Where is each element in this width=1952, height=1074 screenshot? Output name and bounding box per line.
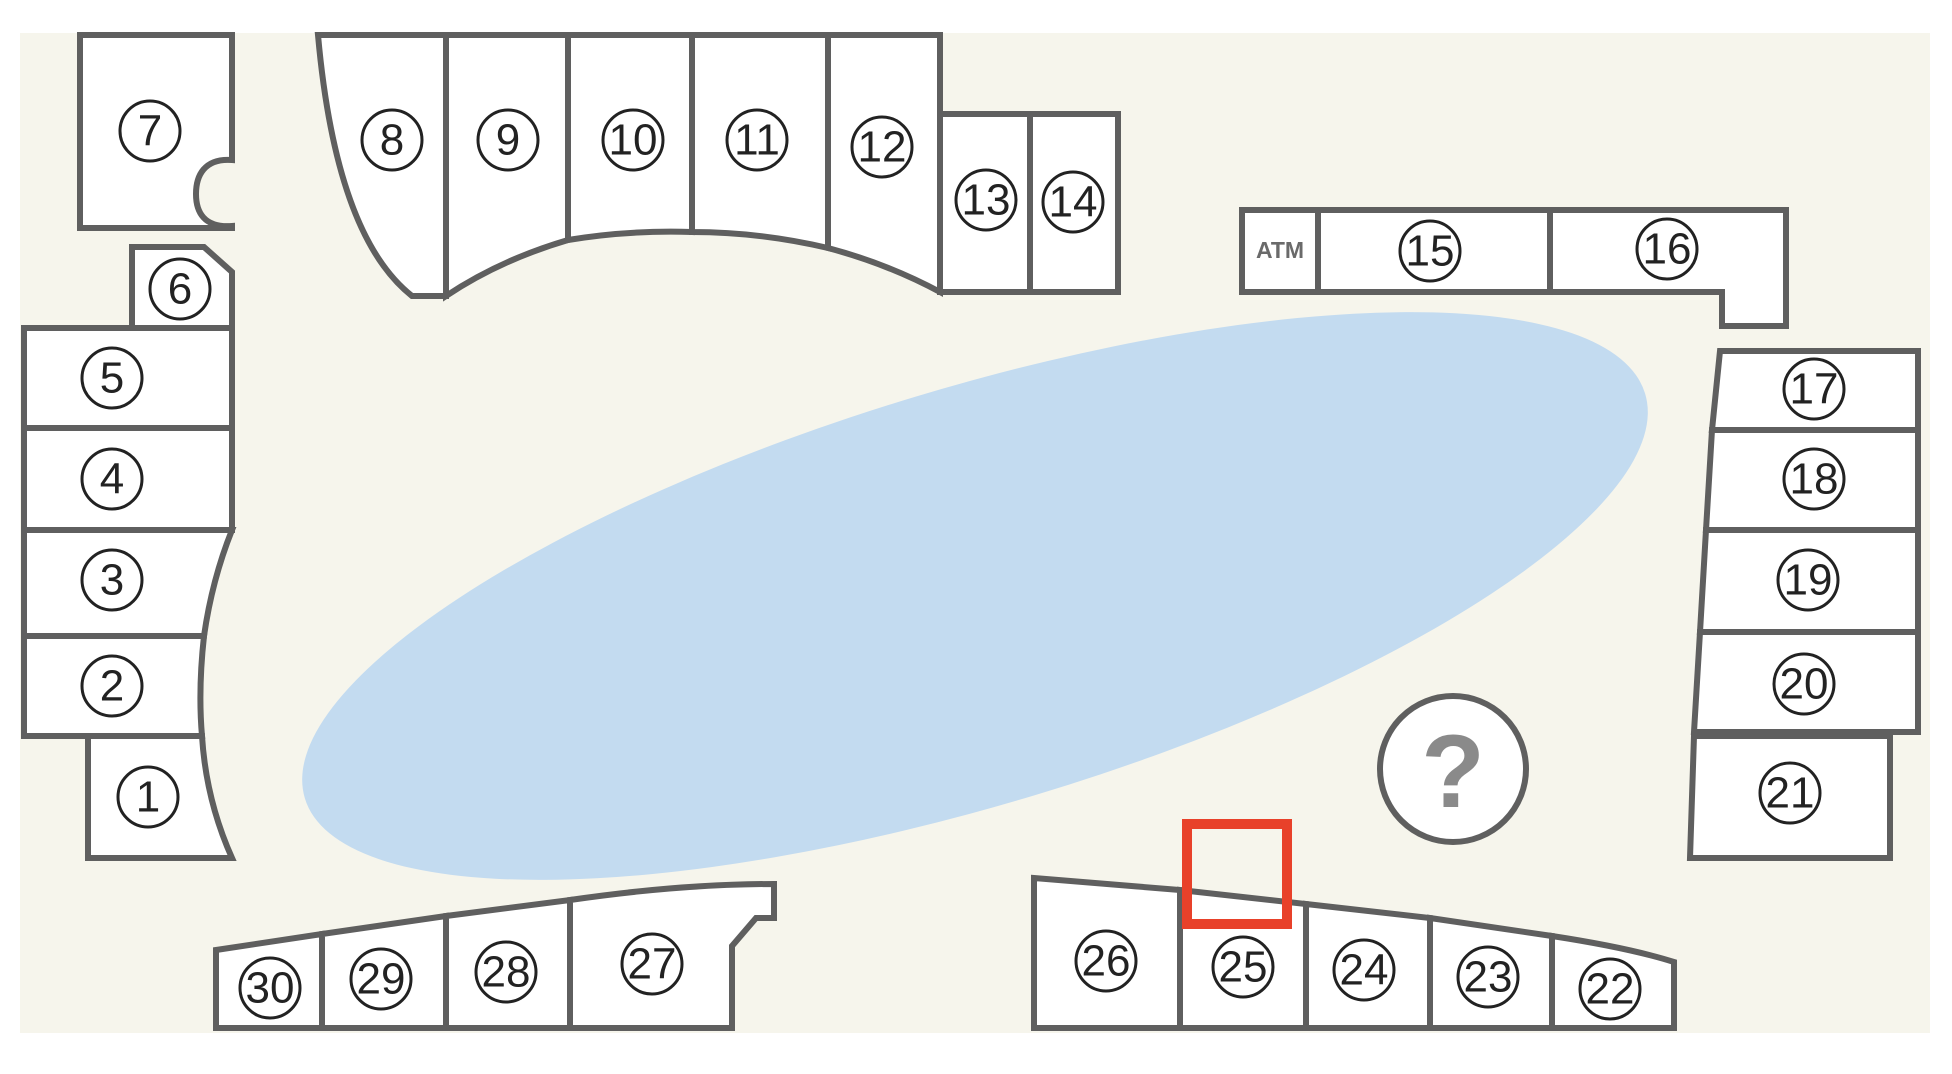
atm[interactable]: ATM: [1239, 207, 1321, 295]
stall-4-label: 4: [100, 455, 124, 504]
stall-29-label: 29: [357, 955, 406, 1004]
stall-17-label: 17: [1790, 365, 1839, 414]
stall-4[interactable]: 4: [21, 425, 235, 533]
stall-11-label: 11: [734, 116, 780, 165]
atm-label: ATM: [1256, 237, 1304, 263]
stall-17[interactable]: 17: [1708, 348, 1921, 433]
stall-11[interactable]: 11: [689, 32, 831, 252]
stall-12-label: 12: [858, 123, 907, 172]
stall-24[interactable]: 24: [1303, 900, 1433, 1031]
stall-8[interactable]: 8: [314, 32, 449, 299]
stall-18-label: 18: [1790, 455, 1839, 504]
stall-18[interactable]: 18: [1702, 427, 1921, 533]
stall-22-label: 22: [1586, 965, 1635, 1014]
stall-10[interactable]: 10: [565, 32, 695, 244]
stall-29[interactable]: 29: [319, 912, 449, 1031]
stall-12[interactable]: 12: [825, 32, 943, 298]
stall-2-label: 2: [100, 662, 124, 711]
stall-23[interactable]: 23: [1427, 914, 1555, 1031]
stall-21-label: 21: [1766, 769, 1815, 818]
stall-7-label: 7: [138, 107, 162, 156]
stall-15[interactable]: 15: [1315, 207, 1553, 295]
stall-20[interactable]: 20: [1690, 629, 1921, 735]
stall-5[interactable]: 5: [21, 325, 235, 431]
question-mark-icon: ?: [1421, 714, 1485, 830]
stall-30-label: 30: [246, 964, 295, 1013]
stall-28-label: 28: [482, 948, 531, 997]
selection-highlight: [1182, 819, 1292, 929]
stall-26-label: 26: [1082, 937, 1131, 986]
stall-6-label: 6: [168, 265, 192, 314]
help-button[interactable]: ?: [1377, 693, 1529, 845]
stall-14-label: 14: [1049, 178, 1098, 227]
stall-5-label: 5: [100, 354, 124, 403]
stall-20-label: 20: [1780, 660, 1829, 709]
stall-9-label: 9: [496, 116, 520, 165]
stall-6[interactable]: 6: [129, 244, 235, 331]
stall-10-label: 10: [609, 116, 658, 165]
stall-15-label: 15: [1406, 227, 1455, 276]
stall-21[interactable]: 21: [1686, 733, 1893, 861]
stall-13[interactable]: 13: [937, 111, 1033, 295]
stall-7[interactable]: 7: [77, 32, 235, 231]
stall-28[interactable]: 28: [443, 896, 573, 1031]
stall-27[interactable]: 27: [567, 880, 777, 1031]
stall-24-label: 24: [1340, 946, 1389, 995]
stall-27-label: 27: [628, 940, 677, 989]
stall-26[interactable]: 26: [1031, 874, 1183, 1031]
stall-13-label: 13: [962, 176, 1011, 225]
stall-14[interactable]: 14: [1027, 111, 1121, 295]
stall-22[interactable]: 22: [1549, 932, 1677, 1031]
stall-23-label: 23: [1464, 953, 1513, 1002]
stall-1[interactable]: 1: [85, 733, 237, 861]
stall-30[interactable]: 30: [213, 930, 325, 1031]
stall-19-label: 19: [1784, 556, 1833, 605]
stall-3-label: 3: [100, 556, 124, 605]
stall-1-label: 1: [136, 773, 160, 822]
stall-16[interactable]: 16: [1547, 207, 1789, 329]
stall-16-label: 16: [1643, 225, 1692, 274]
stall-2[interactable]: 2: [21, 633, 208, 739]
stall-19[interactable]: 19: [1696, 527, 1921, 635]
stall-8-label: 8: [380, 116, 404, 165]
stall-25-label: 25: [1219, 943, 1268, 992]
pond: [302, 312, 1648, 880]
stall-3[interactable]: 3: [21, 527, 237, 639]
